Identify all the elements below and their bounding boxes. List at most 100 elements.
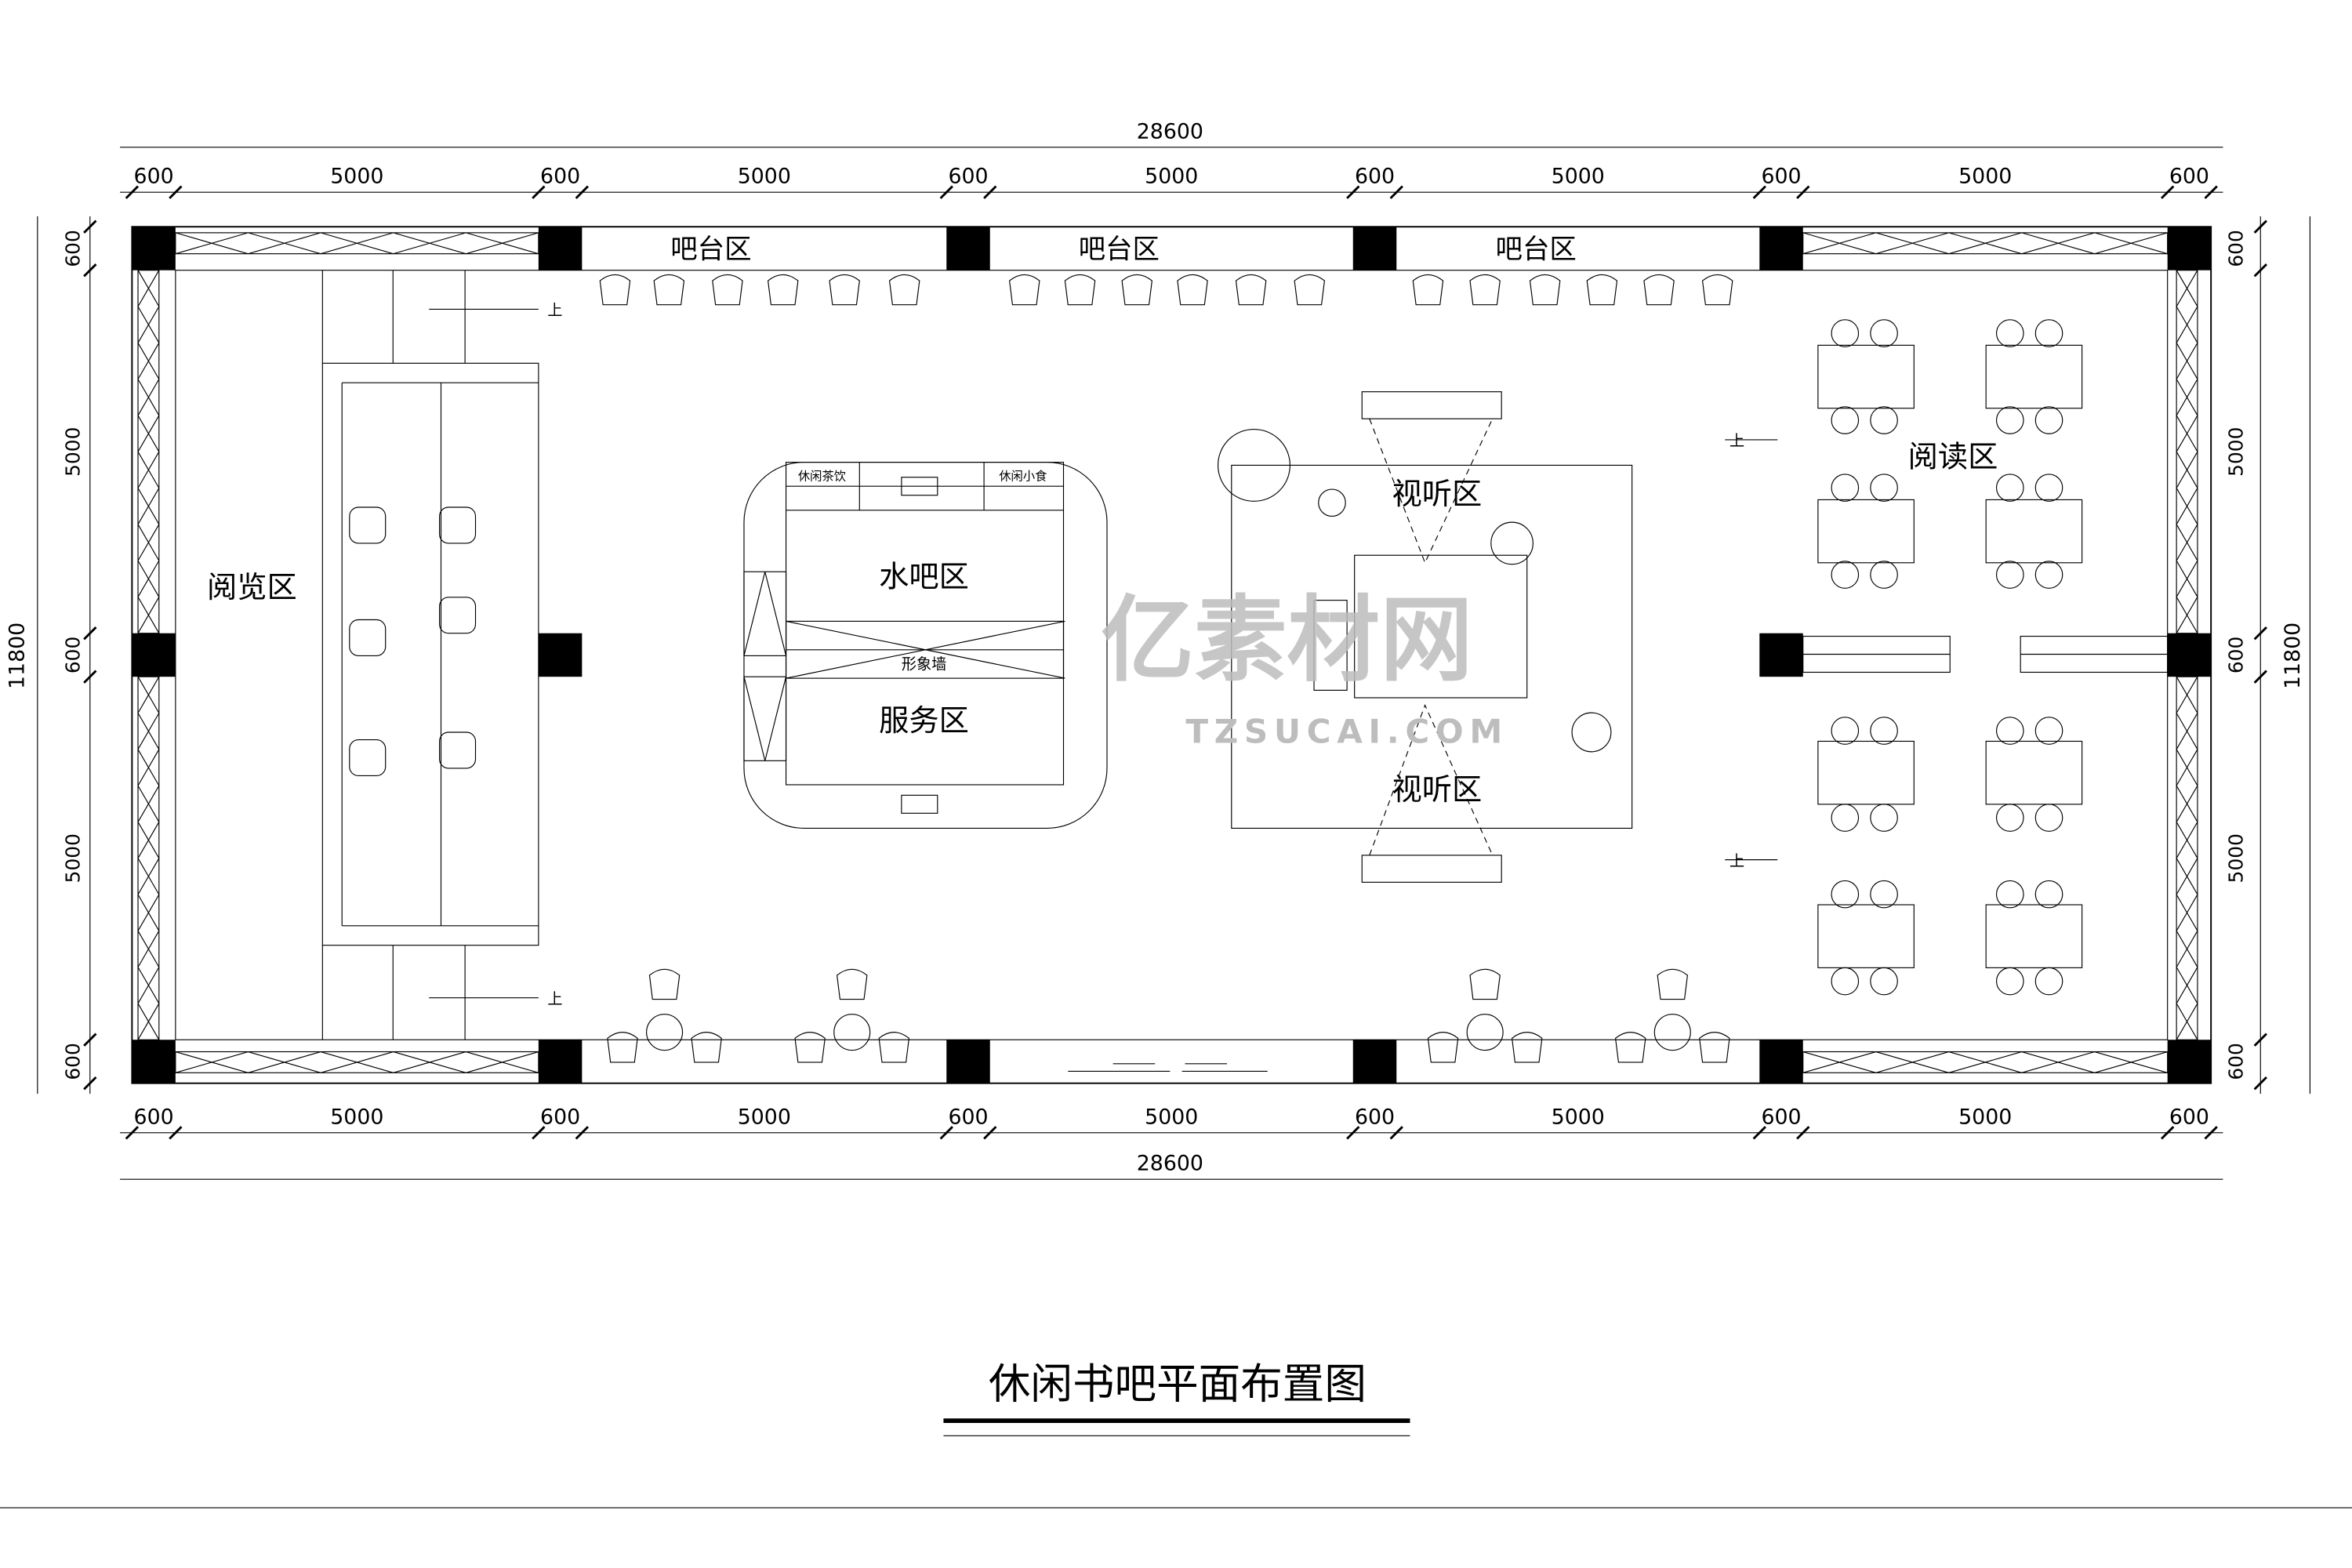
dimension-tick [83,670,97,684]
chair [653,274,685,306]
window-pane [137,306,160,343]
chair [1511,1032,1543,1063]
service-area-label: 服务区 [879,703,969,739]
structural-column [946,1040,990,1083]
window-pane [137,894,160,931]
dimension-tick [983,1126,997,1140]
chair [1995,804,2024,832]
round-table [833,1014,871,1051]
top-segment-dimension: 5000 [1552,165,1605,189]
window-pane [2176,597,2198,634]
window-pane [137,822,160,858]
chair [1831,406,1860,434]
dimension-tick [1752,185,1766,199]
reading-table [1985,904,2083,968]
reading-table [1985,499,2083,564]
window [175,1051,539,1073]
av-area-label-bottom: 视听区 [1392,772,1483,808]
window-pane [320,232,394,255]
dimension-tick [83,220,97,234]
round-table [1466,1014,1504,1051]
columns [132,227,2212,1083]
window [1802,1051,2169,1073]
windows [137,232,2198,1073]
ottoman [349,506,387,544]
dimension-tick [2204,185,2218,199]
image-wall-label: 形象墙 [902,655,946,673]
dimension-tick [125,1126,140,1140]
round-table [1653,1014,1691,1051]
dimension-tick [532,1126,546,1140]
right-segment-dimension: 600 [2224,230,2247,267]
top-segment-dimension: 600 [1355,165,1395,189]
top-segment-dimension: 600 [134,165,174,189]
bottom-segment-dimension: 600 [540,1105,580,1129]
water-bar-label: 水吧区 [879,559,969,594]
chair [1121,274,1152,306]
chair [1831,717,1860,745]
window-pane [393,1051,466,1073]
window-pane [2176,379,2198,416]
chair [2034,319,2063,347]
window-pane [2176,270,2198,307]
window-pane [2176,1003,2198,1040]
chair [1427,1032,1459,1063]
dimension-tick [2204,1126,2218,1140]
chair [2034,561,2063,589]
window-pane [137,524,160,561]
bar-area-label-3: 吧台区 [1496,234,1577,265]
window-pane [1802,232,1876,255]
window-pane [137,1003,160,1040]
chair [648,968,681,1000]
reading-table [1817,740,1915,805]
chair [794,1032,826,1063]
dimension-tick [983,185,997,199]
window-pane [2176,676,2198,713]
bottom-segment-dimension: 600 [948,1105,988,1129]
chair [829,274,860,306]
dimension-tick [2161,1126,2175,1140]
chair [1529,274,1561,306]
structural-column [2167,1040,2212,1083]
structural-column [538,633,583,677]
left-segment-dimension: 600 [61,1043,84,1080]
dimension-tick [1796,1126,1810,1140]
entrance-door [1068,1063,1268,1072]
chair [2034,880,2063,909]
chair [1614,1032,1646,1063]
window-pane [137,379,160,416]
chair [1995,319,2024,347]
dimension-tick [83,263,97,278]
window-pane [2176,343,2198,379]
chair [1995,880,2024,909]
window-pane [2176,488,2198,525]
chair [888,274,920,306]
window-pane [2176,306,2198,343]
dimension-tick [83,1033,97,1047]
bottom-segment-dimension: 600 [2169,1105,2209,1129]
dimension-tick [83,1076,97,1091]
window-pane [2176,451,2198,488]
dimension-tick [2253,1033,2267,1047]
window-pane [2176,967,2198,1004]
chair [1657,968,1689,1000]
chair [1870,967,1898,996]
window-pane [137,967,160,1004]
right-segment-dimension: 600 [2224,637,2247,673]
dimension-tick [2253,626,2267,641]
reading-table [1985,740,2083,805]
window-pane [137,560,160,597]
reading-tables [1817,344,2083,968]
bottom-segment-dimension: 600 [1355,1105,1395,1129]
structural-column [946,227,990,270]
structural-column [1759,1040,1803,1083]
window-pane [2176,524,2198,561]
window-pane [1875,232,1949,255]
structural-column [132,227,176,270]
chair [1294,274,1326,306]
top-segment-dimension: 5000 [1145,165,1198,189]
structural-column [1352,1040,1397,1083]
top-segment-dimension: 5000 [738,165,791,189]
top-segment-dimension: 600 [2169,165,2209,189]
